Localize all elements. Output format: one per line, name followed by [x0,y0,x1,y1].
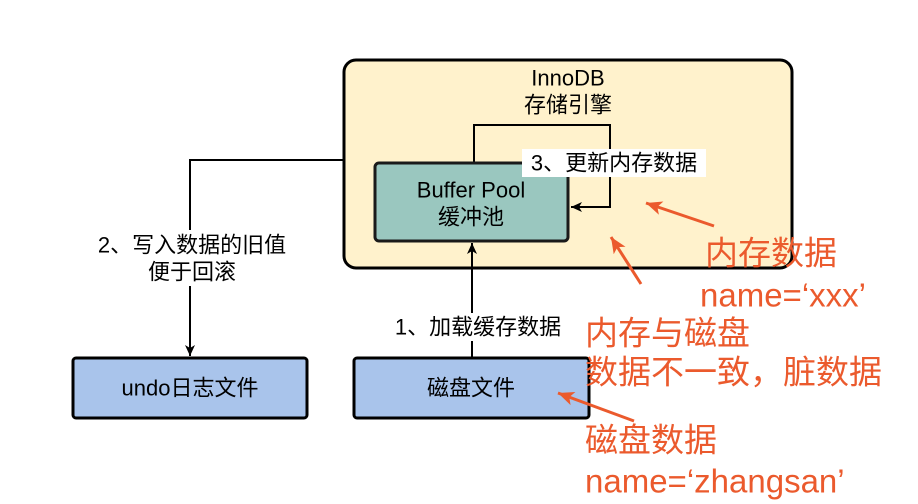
buffer-pool-box [373,161,570,243]
label-background [386,313,570,341]
write-old-value-arrow [185,159,344,356]
update-loop-arrow [473,124,611,212]
label-background [522,149,706,177]
engine-subtitle: 存储引擎 [524,93,612,118]
disk-annotation-title: 磁盘数据 [585,422,717,459]
buffer-pool-subtitle: 缓冲池 [438,205,504,230]
memory-annotation-title: 内存数据 [705,235,837,272]
disk-file-box [352,356,591,420]
disk-annotation-arrow [557,391,635,423]
label-background [90,230,294,286]
step-write-old-label: 2、写入数据的旧值 [98,233,286,258]
inconsistency-annotation-line2: 数据不一致，脏数据 [585,354,882,391]
step-update-label: 3、更新内存数据 [531,151,697,176]
memory-annotation-value: name=‘xxx’ [700,277,866,314]
inconsistency-annotation-arrow [609,236,643,285]
undo-log-label: undo日志文件 [122,376,259,401]
disk-file-label: 磁盘文件 [427,376,515,401]
engine-title: InnoDB [531,66,604,91]
disk-annotation-value: name=‘zhangsan’ [585,463,845,500]
step-load-label: 1、加载缓存数据 [395,315,561,340]
undo-log-box [71,356,309,420]
memory-annotation-arrow [645,201,715,228]
inconsistency-annotation-line1: 内存与磁盘 [585,315,750,352]
buffer-pool-title: Buffer Pool [417,178,525,203]
step-write-old-label-line2: 便于回滚 [148,260,236,285]
